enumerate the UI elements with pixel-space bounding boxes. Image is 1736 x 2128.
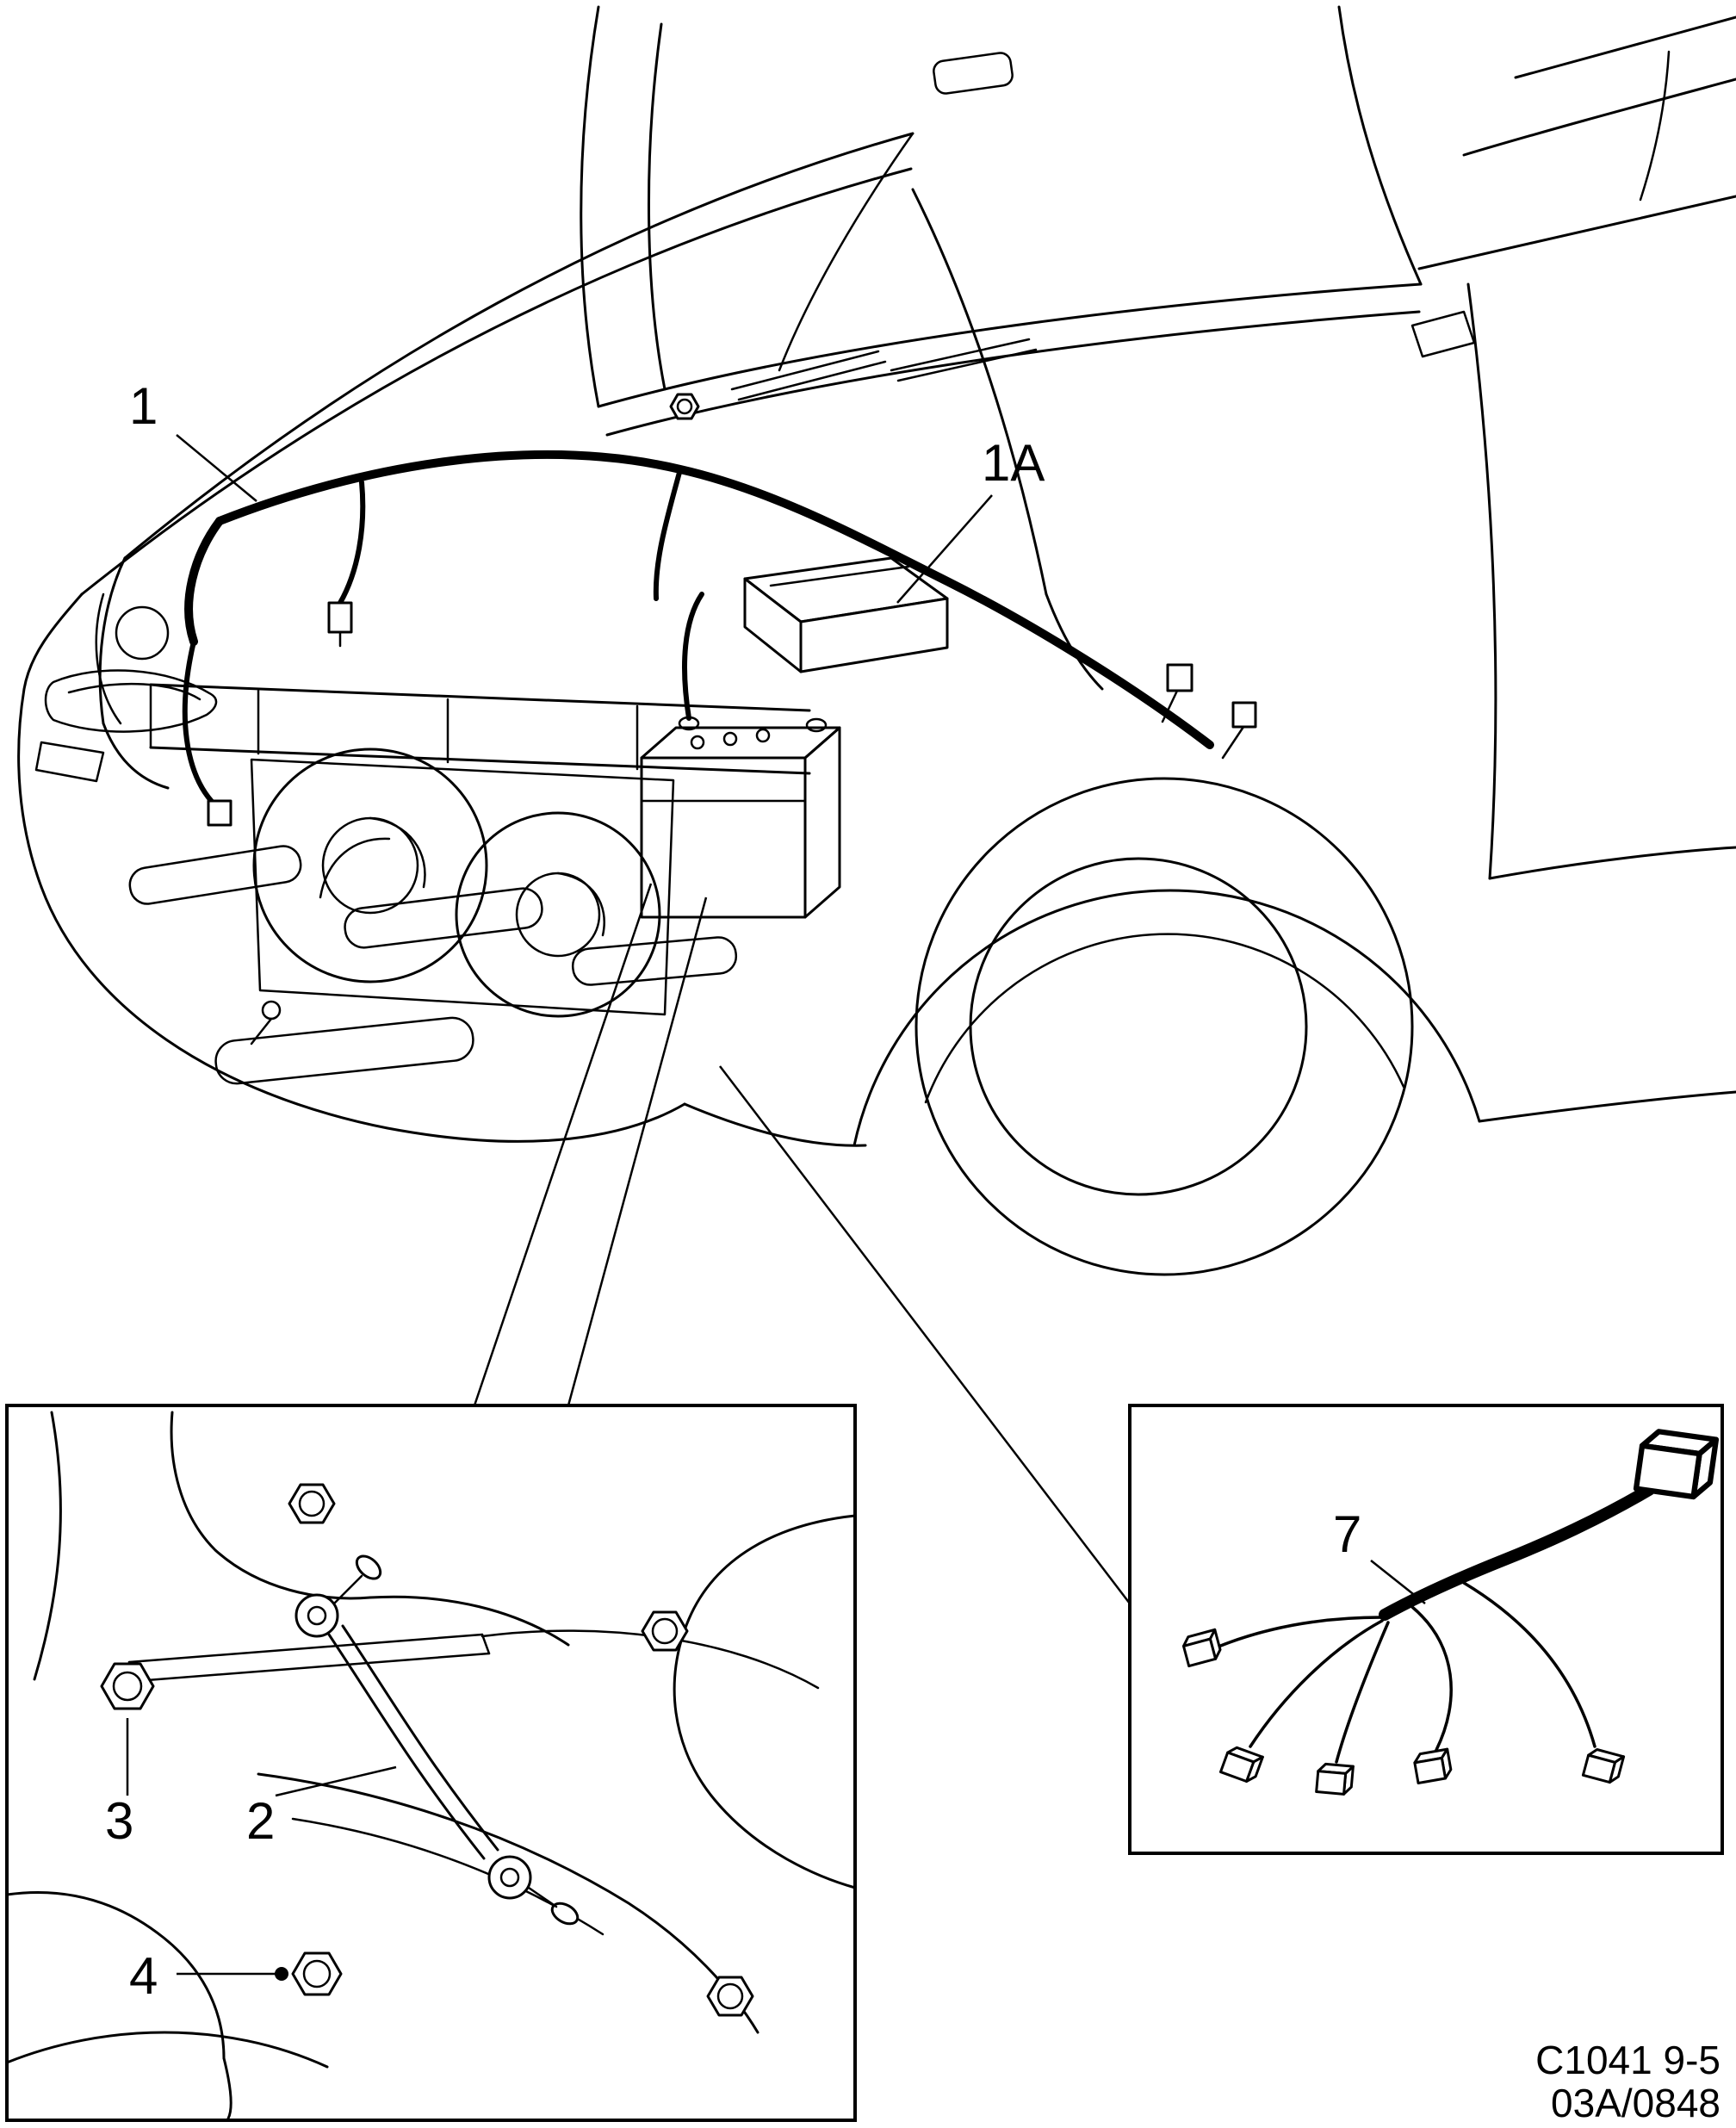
detail-line-left-b [567,896,708,1406]
strut-tower [115,605,170,661]
grille-slot [128,845,302,905]
windshield-and-roof [580,5,1423,437]
harness-detail [1180,1430,1716,1796]
wheel-rim [969,857,1308,1196]
tow-eye [261,1000,282,1021]
inset-right-border [1128,1404,1724,1855]
branch-wire [1217,1616,1384,1648]
callout-4-leader-dot [275,1967,288,1981]
hood [80,132,914,596]
front-wheel [852,777,1481,1276]
callout-2-leader [275,1765,397,1797]
connector [1218,1744,1264,1785]
callout-1a-label: 1A [982,434,1045,492]
ring-terminal [487,1855,532,1900]
cooling-fan [252,748,488,983]
ground-strap [294,1554,580,1926]
bolt [288,1483,336,1524]
grille-slot [344,887,543,949]
battery [640,592,841,919]
detail-line-right [719,1065,1131,1604]
callout-4-label: 4 [129,1947,158,2005]
car-illustration: 1 1A [17,5,1736,1604]
callout-1-label: 1 [129,377,158,435]
figure-code-line2: 03A/0848 [1551,2081,1720,2125]
detail-inset-right: 7 [1128,1404,1724,1855]
battery-cable [682,592,704,721]
branch-wire [1335,1621,1390,1764]
door-mirror [1410,310,1476,358]
engine-bay [95,188,1104,1018]
fan-shroud [250,758,675,1016]
branch-wire [1462,1581,1596,1748]
connector [1231,701,1257,729]
connector [327,601,353,634]
callout-7-label: 7 [1333,1505,1361,1563]
fuse-box [669,393,949,673]
headlight [44,669,218,733]
wiper-left [730,350,880,391]
callout-1-leader [176,434,257,502]
body-side-right [1410,16,1736,1123]
figure-code-line1: C1041 9-5 [1535,2038,1720,2082]
connector [1166,663,1194,692]
detail-inset-left: 3 2 4 [5,1404,857,2122]
nut-4 [291,1951,343,1996]
engine-harness [182,450,1257,827]
screw [355,1554,382,1580]
connector [1315,1762,1355,1796]
branch-wire [1249,1619,1384,1748]
tire [914,777,1414,1276]
connector [1180,1628,1224,1668]
bolt [706,1976,754,2017]
wiper-right [890,338,1031,372]
grille-slot [571,936,738,986]
bolt [669,393,700,420]
callout-7-leader [1370,1560,1426,1604]
air-intake-slot [214,1016,474,1085]
connector [1411,1747,1454,1785]
detail-line-left-a [473,883,653,1406]
bolt [641,1610,689,1652]
battery-terminal [805,717,828,733]
inset-left-border [5,1404,857,2122]
front-bumper [17,592,867,1147]
nut-3 [100,1662,155,1710]
connector [207,799,232,827]
ring-terminal [294,1593,339,1638]
callout-2-label: 2 [246,1792,275,1850]
screw [550,1902,580,1926]
connector [1581,1746,1626,1786]
callout-1a-leader [896,494,993,604]
callout-3-label: 3 [105,1792,133,1850]
cooling-fan [455,811,661,1018]
rearview-mirror [933,52,1014,95]
main-connector [1636,1430,1716,1498]
branch-wire [1410,1605,1453,1752]
turn-signal [34,741,105,783]
